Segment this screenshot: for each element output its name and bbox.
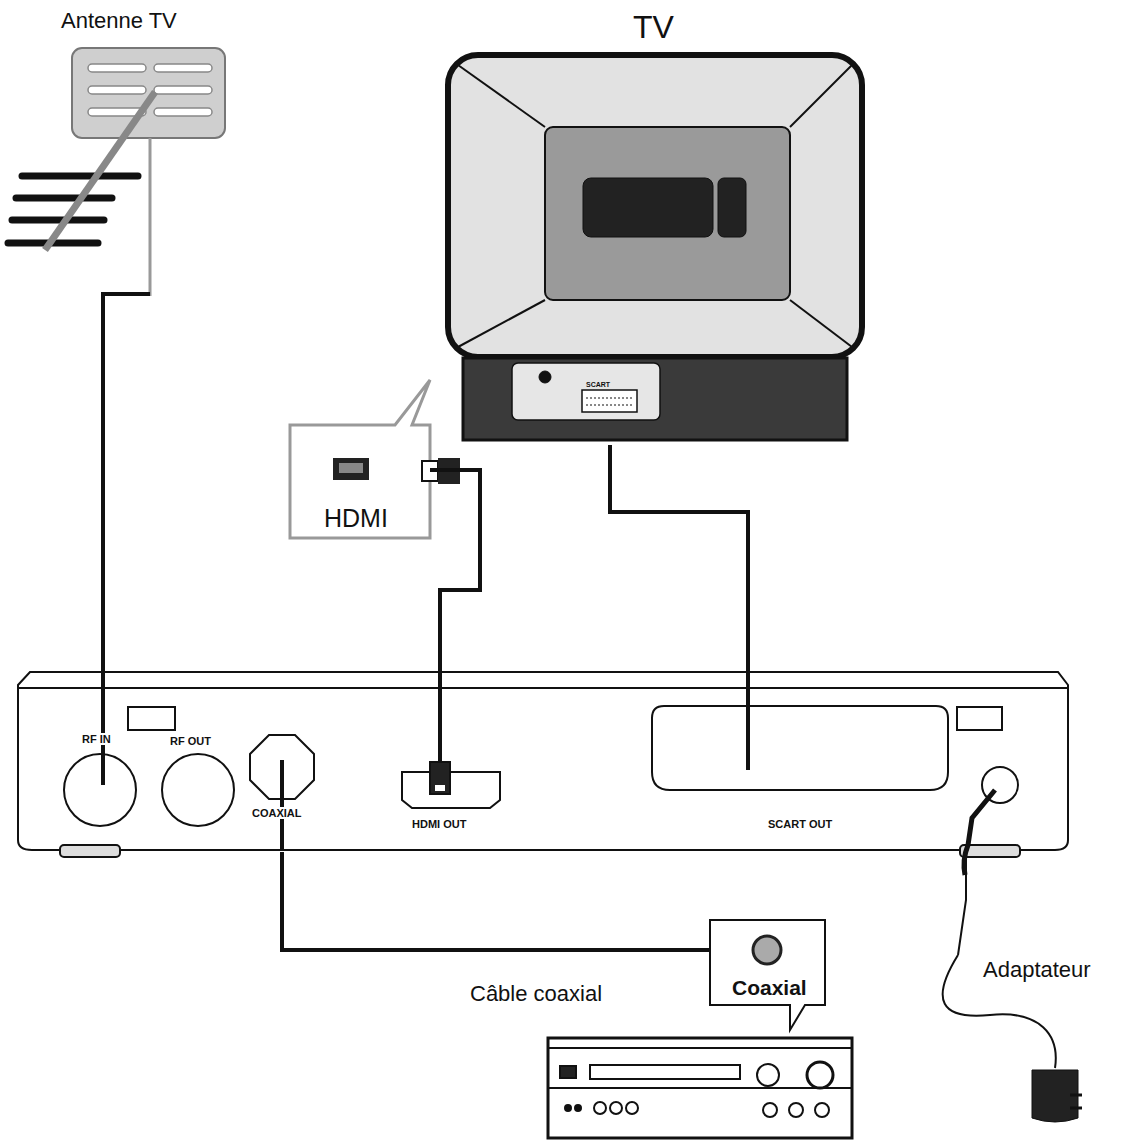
decoder-drawing bbox=[18, 672, 1068, 875]
node-label: Antenne TV bbox=[61, 9, 177, 33]
cable-connector bbox=[610, 445, 748, 672]
port-label: HDMI OUT bbox=[410, 818, 468, 830]
port-label: COAXIAL bbox=[250, 807, 304, 819]
port-label: RF OUT bbox=[168, 735, 213, 747]
decoder-node: RF IN RF OUT COAXIAL HDMI OUT SCART OUT bbox=[18, 672, 1068, 852]
tv-drawing bbox=[448, 55, 862, 440]
hdmi-callout-node: HDMI bbox=[290, 425, 430, 538]
antenna-node: Antenne TV bbox=[5, 5, 230, 297]
node-label: Adaptateur bbox=[983, 958, 1091, 982]
adapter-node: Adaptateur bbox=[925, 955, 1120, 1130]
node-label: HDMI bbox=[324, 505, 388, 533]
coaxial-callout-node: Coaxial bbox=[710, 920, 825, 1005]
cable-connector bbox=[958, 852, 966, 955]
cable-connector bbox=[430, 470, 480, 672]
cable-label: Câble coaxial bbox=[470, 982, 602, 1006]
node-label: TV bbox=[633, 10, 674, 45]
antenna-drawing bbox=[8, 48, 225, 297]
port-label: RF IN bbox=[80, 733, 113, 745]
cable-connector bbox=[101, 297, 105, 672]
tv-node: TV bbox=[445, 8, 865, 445]
amplifier-drawing bbox=[548, 1038, 852, 1138]
panel-label: SCART bbox=[586, 381, 610, 389]
cable-connector bbox=[282, 852, 710, 950]
port-label: SCART OUT bbox=[766, 818, 834, 830]
node-label: Coaxial bbox=[732, 976, 807, 999]
hdmi-callout-drawing bbox=[290, 380, 460, 538]
coaxial-callout-drawing bbox=[710, 920, 825, 1030]
